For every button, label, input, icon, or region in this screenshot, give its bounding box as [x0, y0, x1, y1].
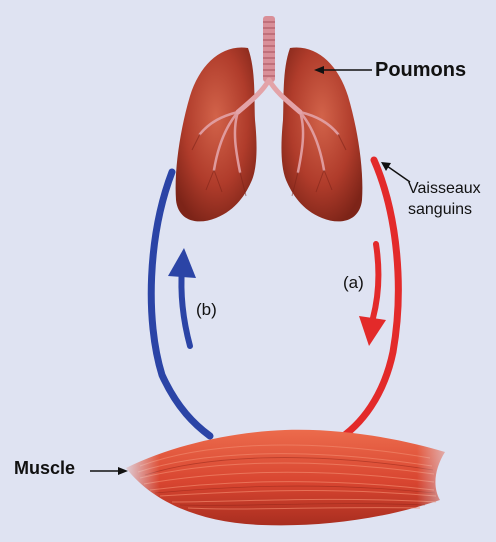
arrow-a-label: (a)	[343, 273, 364, 293]
lungs-label: Poumons	[375, 59, 466, 82]
flow-arrow-b-icon	[168, 248, 196, 346]
flow-arrow-a-icon	[359, 244, 386, 346]
lungs-pointer-arrow	[314, 66, 372, 74]
vessels-label-line2: sanguins	[408, 199, 481, 220]
arrow-b-label: (b)	[196, 300, 217, 320]
muscle-illustration	[120, 425, 450, 530]
lungs-illustration	[176, 16, 363, 221]
vessels-label-line1: Vaisseaux	[408, 178, 481, 199]
muscle-label: Muscle	[14, 458, 75, 479]
vessels-pointer-arrow	[381, 162, 410, 182]
vessels-label: Vaisseaux sanguins	[408, 178, 481, 220]
